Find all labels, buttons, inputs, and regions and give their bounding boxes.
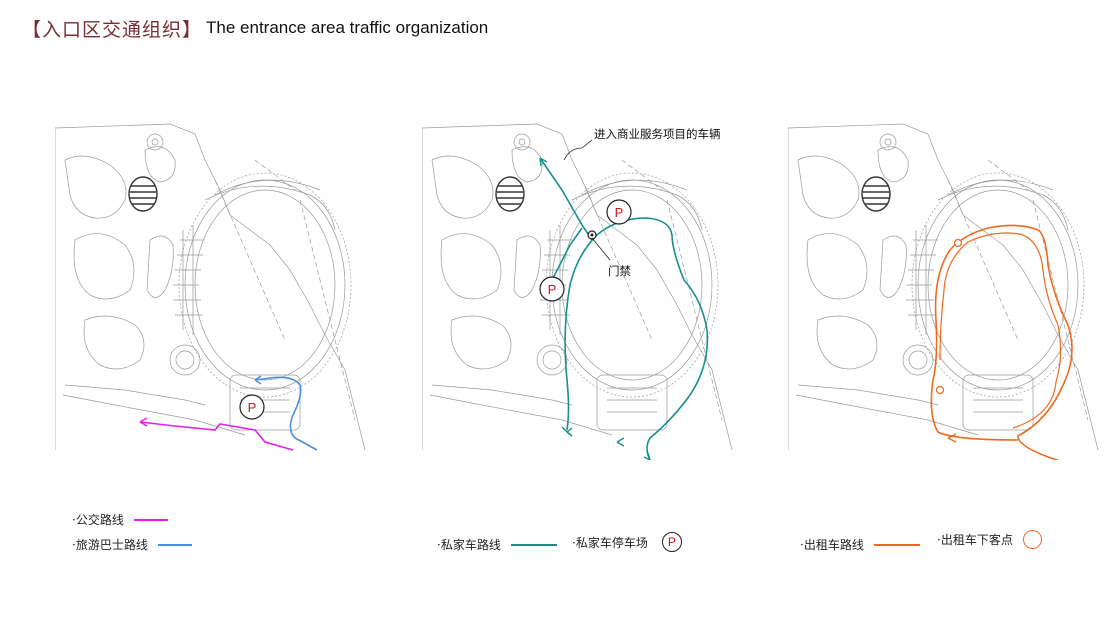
tour-bus-route-arrow <box>254 375 262 385</box>
bus-route-plan: P <box>55 123 366 451</box>
service-vehicles-annotation: 进入商业服务项目的车辆 <box>594 127 721 141</box>
tour-bus-route-line <box>254 376 318 451</box>
legend-private-parking: ·私家车停车场 P <box>572 532 682 552</box>
taxi-panel <box>788 120 1117 460</box>
legend-bus-swatch <box>133 518 168 521</box>
bus-route-panel: P <box>55 120 385 460</box>
legend-tour-bus-swatch <box>157 543 192 546</box>
bus-route-arrow <box>139 417 148 427</box>
page-title: 【入口区交通组织】 The entrance area traffic orga… <box>22 14 488 42</box>
parking-marker: P <box>239 394 265 420</box>
legend-dropoff-ring-icon <box>1022 530 1042 549</box>
title-english: The entrance area traffic organization <box>206 18 489 37</box>
taxi-dropoff-top <box>953 238 963 248</box>
gate-annotation: 门禁 <box>608 264 631 278</box>
taxi-route-arrow <box>947 433 957 443</box>
taxi-dropoff-bottom <box>935 385 945 395</box>
svg-text:P: P <box>615 205 624 220</box>
title-chinese: 【入口区交通组织】 <box>22 18 203 41</box>
taxi-route-inner <box>939 232 1062 429</box>
private-car-route-lines <box>539 157 709 460</box>
bus-route-line <box>139 421 294 451</box>
taxi-route-line <box>930 224 1073 460</box>
taxi-plan <box>788 123 1099 460</box>
legend-private-car-swatch <box>510 543 557 546</box>
legend-private-car: ·私家车路线 <box>437 536 557 553</box>
gate-marker <box>587 230 611 261</box>
parking-marker-top: P <box>606 199 632 225</box>
private-car-panel: P P <box>422 120 752 460</box>
legend-taxi-dropoff: ·出租车下客点 <box>937 530 1042 549</box>
legend-parking-icon: P <box>661 532 682 552</box>
private-car-arrows <box>539 157 651 460</box>
svg-text:P: P <box>548 282 557 297</box>
private-car-plan: P P <box>422 123 733 460</box>
legend-tour-bus: ·旅游巴士路线 <box>72 536 192 553</box>
parking-marker-left: P <box>539 276 565 302</box>
legend-taxi: ·出租车路线 <box>800 536 920 553</box>
parking-label: P <box>248 400 257 415</box>
legend-bus: ·公交路线 <box>72 511 168 528</box>
legend-taxi-swatch <box>873 543 920 546</box>
